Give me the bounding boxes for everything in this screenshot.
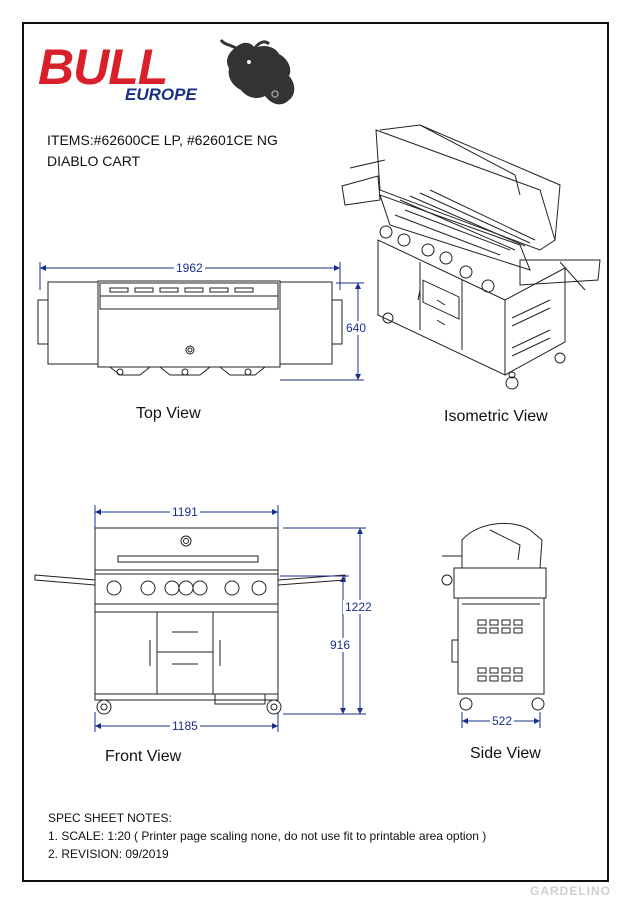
isometric-view-drawing [341, 124, 601, 390]
front-view-label: Front View [105, 748, 182, 765]
top-view-depth-dim: 640 [344, 321, 369, 335]
spec-notes: SPEC SHEET NOTES: 1. SCALE: 1:20 ( Print… [48, 809, 486, 863]
notes-revision-line: 2. REVISION: 09/2019 [48, 847, 169, 861]
drawing-frame [22, 22, 609, 882]
brand-region-text: EUROPE [125, 85, 197, 104]
front-view-total-height-dim: 1222 [343, 600, 374, 614]
items-line: ITEMS:#62600CE LP, #62601CE NG [47, 132, 278, 148]
bull-head-logo-icon [219, 39, 295, 105]
top-view-label: Top View [136, 405, 201, 422]
top-view-width-dim: 1962 [174, 261, 205, 275]
front-view-top-width-dim: 1191 [170, 505, 200, 519]
watermark: GARDELINO [530, 884, 611, 898]
notes-scale-line: 1. SCALE: 1:20 ( Printer page scaling no… [48, 829, 487, 843]
front-view-cart-height-dim: 916 [328, 638, 353, 652]
side-view-drawing [441, 522, 547, 711]
side-view-label: Side View [470, 745, 541, 762]
product-name: DIABLO CART [47, 153, 141, 169]
front-view-drawing [34, 527, 346, 715]
brand-logo-text: BULL [38, 39, 168, 95]
isometric-view-label: Isometric View [444, 408, 548, 425]
side-view-width-dim: 522 [490, 714, 515, 728]
front-view-bottom-width-dim: 1185 [170, 719, 200, 733]
top-view-drawing [37, 280, 343, 376]
notes-title: SPEC SHEET NOTES: [48, 811, 172, 825]
